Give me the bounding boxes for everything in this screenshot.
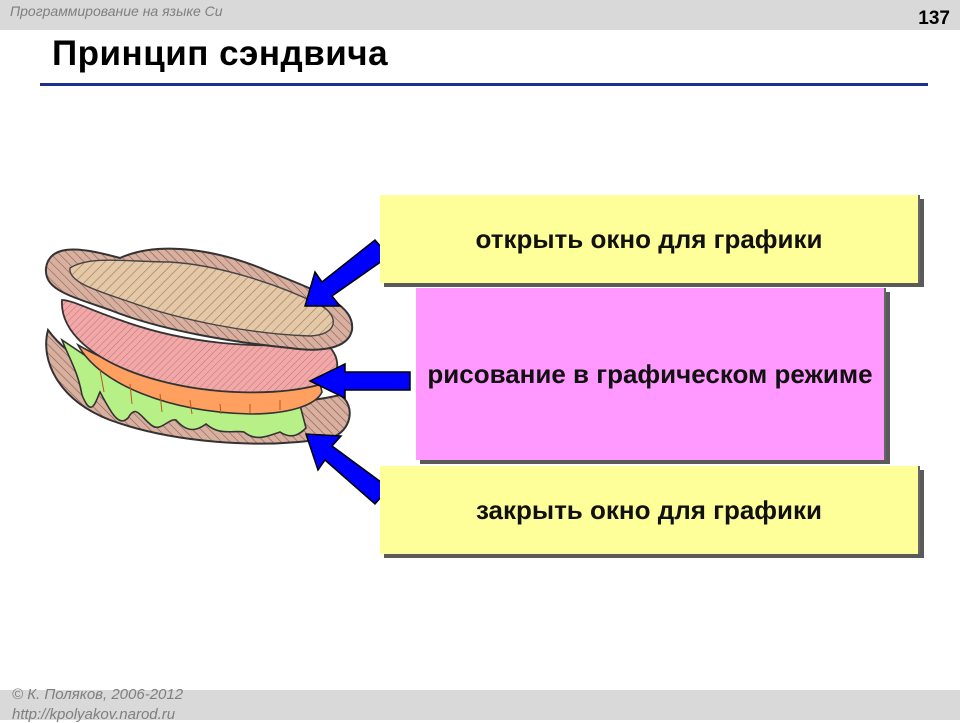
footer-author: © К. Поляков, 2006-2012 [12, 686, 184, 703]
open-graphics-box: открыть окно для графики [380, 195, 920, 283]
arrow-icon [303, 238, 411, 506]
drawing-box: рисование в графическом режиме [416, 288, 886, 460]
header-bar [0, 0, 960, 30]
title-underline [40, 83, 928, 86]
top-bread [44, 247, 354, 351]
footer-bar [0, 690, 960, 720]
footer-url: http://kpolyakov.narod.ru [12, 706, 176, 723]
slide-title: Принцип сэндвича [52, 34, 389, 73]
close-graphics-box: закрыть окно для графики [380, 466, 920, 554]
course-title: Программирование на языке Си [10, 3, 223, 19]
page-number: 137 [918, 8, 950, 29]
